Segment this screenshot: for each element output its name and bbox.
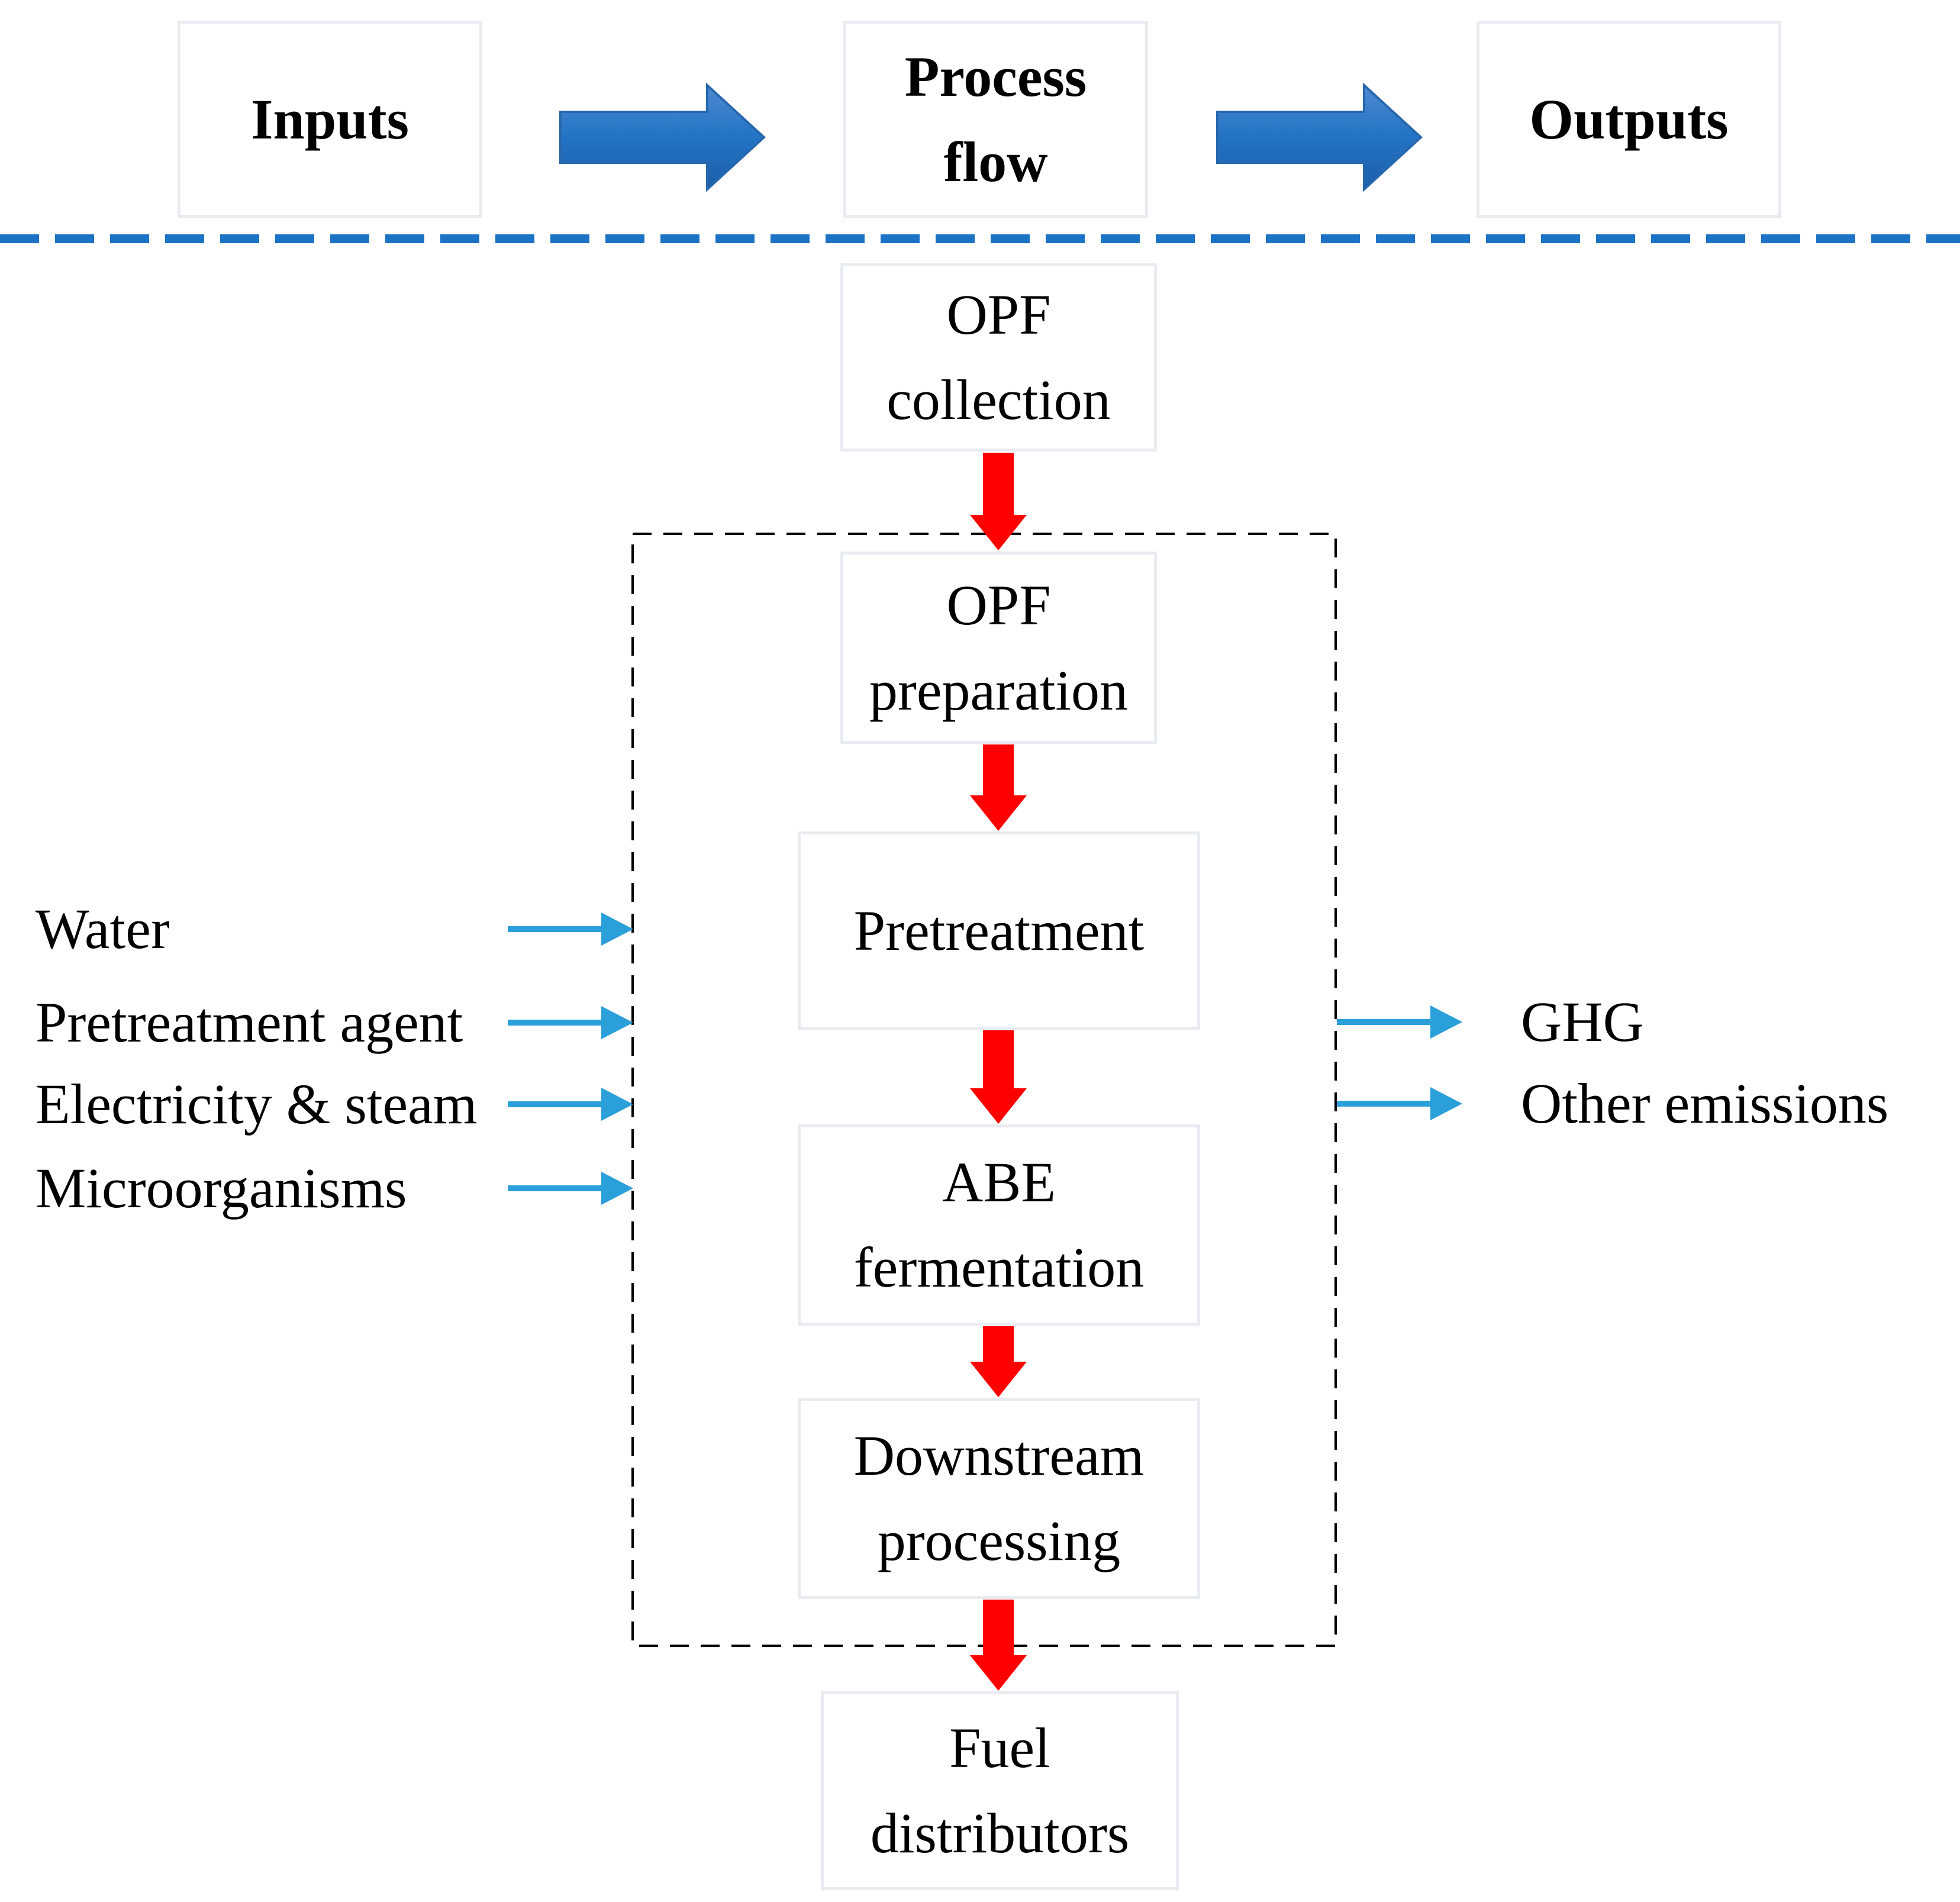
step-label-opf-preparation: OPF preparation: [869, 573, 1129, 722]
input-label-water: Water: [36, 897, 170, 960]
input-right-arrow-icon: [508, 1006, 633, 1039]
step-box-opf-preparation: OPF preparation: [840, 552, 1157, 744]
process-flow-header-label: Process flow: [904, 44, 1087, 194]
inputs-header-label: Inputs: [251, 87, 409, 151]
step-box-pretreatment: Pretreatment: [798, 831, 1200, 1030]
input-label-pretreatment-agent: Pretreatment agent: [36, 991, 463, 1054]
output-right-arrow-icon: [1337, 1005, 1462, 1039]
outputs-header-label: Outputs: [1529, 87, 1729, 151]
step-box-abe-fermentation: ABE fermentation: [798, 1124, 1200, 1326]
input-label-electricity-steam: Electricity & steam: [36, 1072, 478, 1136]
process-down-arrow-icon: [970, 1030, 1027, 1124]
process-down-arrow-icon: [970, 1600, 1027, 1691]
process-down-arrow-icon: [970, 453, 1027, 550]
flow-right-block-arrow-icon: [559, 82, 766, 192]
step-label-pretreatment: Pretreatment: [853, 898, 1145, 962]
header-dashed-separator: [0, 234, 1960, 243]
output-label-other-emissions: Other emissions: [1521, 1072, 1889, 1135]
step-box-fuel-distributors: Fuel distributors: [821, 1691, 1179, 1890]
step-label-fuel-distributors: Fuel distributors: [870, 1716, 1130, 1865]
process-down-arrow-icon: [970, 1326, 1027, 1397]
step-box-downstream-processing: Downstream processing: [798, 1398, 1200, 1599]
outputs-header-box: Outputs: [1477, 21, 1781, 218]
input-right-arrow-icon: [508, 1088, 633, 1121]
inputs-header-box: Inputs: [178, 21, 482, 218]
output-right-arrow-icon: [1337, 1087, 1462, 1120]
input-right-arrow-icon: [508, 1172, 633, 1205]
output-label-ghg: GHG: [1521, 990, 1644, 1053]
step-label-abe-fermentation: ABE fermentation: [853, 1150, 1145, 1299]
step-box-opf-collection: OPF collection: [840, 263, 1157, 452]
step-label-opf-collection: OPF collection: [886, 283, 1111, 431]
input-right-arrow-icon: [508, 913, 633, 946]
process-down-arrow-icon: [970, 744, 1027, 831]
input-label-microorganisms: Microorganisms: [36, 1156, 407, 1220]
step-label-downstream-processing: Downstream processing: [853, 1424, 1145, 1572]
flow-right-block-arrow-icon: [1216, 82, 1423, 192]
process-flow-header-box: Process flow: [843, 21, 1148, 218]
